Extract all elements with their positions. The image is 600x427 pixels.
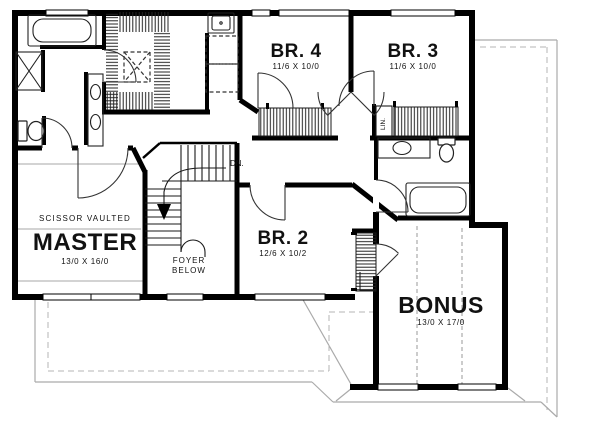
- bonus-door: [375, 243, 399, 277]
- hall-bath-fixtures: [377, 137, 471, 217]
- br4-label: BR. 4: [270, 41, 321, 62]
- laundry-fixtures: [205, 12, 239, 93]
- toilet-icon: [17, 120, 45, 142]
- room-labels: SCISSOR VAULTED MASTER 13/0 X 16/0 BR. 4…: [33, 41, 484, 327]
- linen-label: LIN.: [380, 118, 387, 130]
- bathtub-icon: [27, 14, 97, 47]
- walkin-closet-door: [103, 49, 137, 83]
- master-ceiling-note: SCISSOR VAULTED: [39, 214, 131, 223]
- foyer-label-line2: BELOW: [172, 266, 206, 275]
- stair-down-arrow: [157, 167, 226, 220]
- utility-sink-icon: [207, 12, 235, 34]
- br4-door: [257, 72, 294, 109]
- br2-closet: [351, 232, 377, 292]
- br2-label: BR. 2: [257, 228, 308, 249]
- ceiling-break-lines: [15, 163, 463, 384]
- hall-bath-door: [375, 179, 409, 213]
- walkin-closet-rods: [106, 12, 170, 110]
- br4-closet: [258, 103, 332, 137]
- double-vanity-icon: [87, 73, 104, 147]
- roof-outline: [34, 39, 558, 418]
- door-swings: [41, 49, 409, 277]
- bathtub-icon: [405, 182, 471, 217]
- br3-label: BR. 3: [387, 41, 438, 62]
- master-door: [77, 147, 129, 199]
- stairs-dn-label: DN.: [230, 159, 244, 168]
- staircase: [145, 145, 237, 257]
- room-master: [18, 152, 142, 294]
- br2-dims: 12/6 X 10/2: [259, 249, 307, 258]
- shower-icon: [15, 51, 43, 91]
- closet-hatching: [106, 12, 459, 292]
- master-label: MASTER: [33, 229, 137, 256]
- bonus-entry-rail: [359, 272, 374, 291]
- master-bath-door: [41, 117, 73, 149]
- washer-dryer-icon: [205, 35, 239, 93]
- br3-door: [338, 70, 375, 107]
- stair-treads: [145, 145, 237, 257]
- linen-closet-box: [375, 105, 393, 137]
- sink-icon: [377, 137, 431, 159]
- windows: [42, 9, 497, 391]
- br4-dims: 11/6 X 10/0: [273, 62, 320, 71]
- bonus-label: BONUS: [398, 292, 484, 318]
- bonus-dims: 13/0 X 17/0: [417, 318, 465, 327]
- master-dims: 13/0 X 16/0: [61, 257, 109, 266]
- hall-door-right: [350, 91, 385, 116]
- br3-closet: [393, 101, 459, 137]
- master-bath-fixtures: [15, 14, 104, 147]
- br3-dims: 11/6 X 10/0: [390, 62, 437, 71]
- br2-door: [249, 184, 286, 221]
- toilet-icon: [437, 137, 456, 163]
- foyer-label-line1: FOYER: [173, 256, 206, 265]
